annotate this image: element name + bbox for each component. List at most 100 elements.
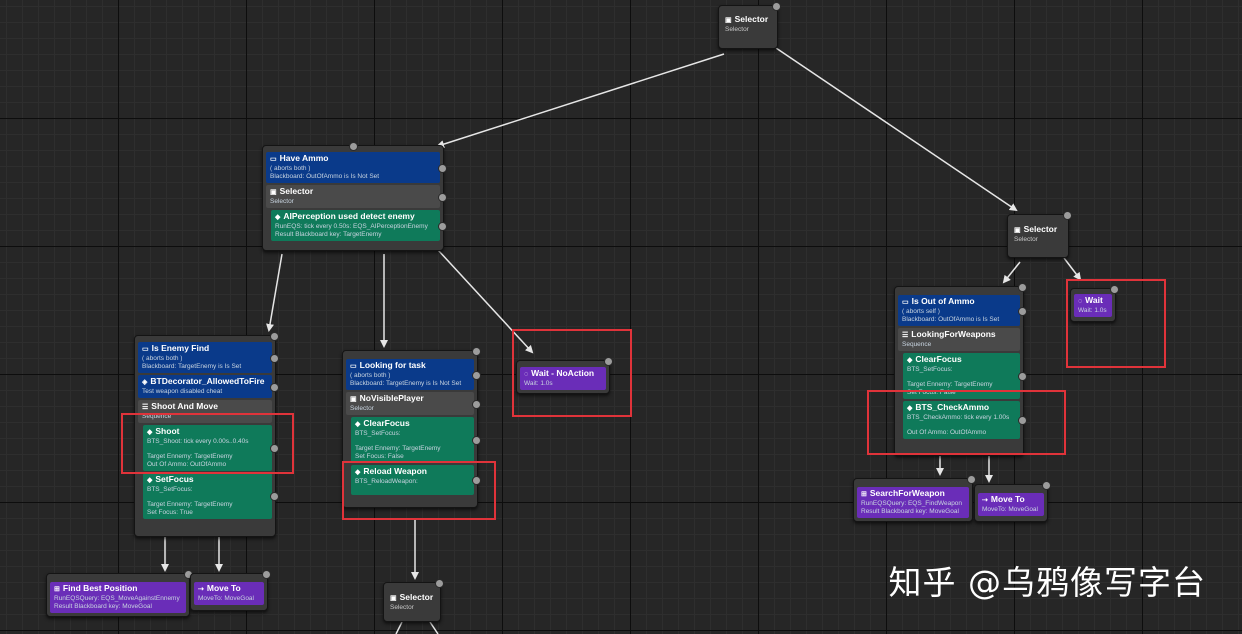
wait-icon: ◌ — [524, 371, 529, 378]
title: Move To — [990, 494, 1025, 504]
service-shoot[interactable]: ◆Shoot BTS_Shoot: tick every 0.00s..0.40… — [143, 425, 279, 471]
composite-no-visible-player[interactable]: ▣NoVisiblePlayer Selector — [346, 392, 481, 415]
service-pin[interactable] — [438, 221, 447, 231]
highlight-box-wait-noaction — [512, 329, 632, 417]
wait-node-right[interactable]: ◌Wait Wait: 1.0s — [1070, 285, 1119, 322]
type: Sequence — [142, 413, 172, 420]
output-pin[interactable] — [1018, 283, 1027, 292]
output-pin[interactable] — [435, 579, 444, 588]
service-aiperception[interactable]: ◆AIPerception used detect enemy RunEQS: … — [271, 210, 447, 241]
composite-looking-for-weapons[interactable]: ☰LookingForWeapons Sequence — [898, 328, 1020, 351]
output-pin[interactable] — [472, 347, 481, 356]
aborts: ( aborts self ) — [902, 308, 940, 315]
service-pin[interactable] — [270, 444, 279, 453]
node-type: Selector — [725, 26, 749, 33]
decorator-pin[interactable] — [472, 370, 481, 380]
composite-pin[interactable] — [438, 192, 447, 202]
selector-icon: ▣ — [350, 396, 357, 403]
title: Selector — [279, 186, 314, 196]
wait-icon: ◌ — [1078, 298, 1083, 305]
node-title: Selector — [1023, 224, 1058, 234]
node-title: Selector — [734, 14, 769, 24]
line3: Out Of Ammo: OutOfAmmo — [147, 461, 227, 468]
wait-noaction-node[interactable]: ◌Wait - NoAction Wait: 1.0s — [516, 357, 613, 394]
highlight-box-shoot — [121, 413, 294, 474]
line1: RunEQS: tick every 0.50s: EQS_AIPercepti… — [275, 223, 428, 230]
title: BTDecorator_AllowedToFire — [150, 376, 265, 386]
task-move-to-right[interactable]: ⇢Move To MoveTo: MoveGoal — [978, 493, 1044, 516]
decorator-icon: ◈ — [142, 379, 148, 386]
title: SetFocus — [155, 474, 194, 484]
decorator-pin[interactable] — [270, 353, 279, 363]
shoot-and-move-node[interactable]: ▭Is Enemy Find ( aborts both ) Blackboar… — [134, 332, 279, 537]
task-search-for-weapon[interactable]: ⊞SearchForWeapon RunEQSQuery: EQS_FindWe… — [857, 487, 969, 518]
title: Have Ammo — [279, 153, 329, 163]
bottom-selector-node[interactable]: ▣Selector Selector — [383, 579, 444, 622]
decorator-pin[interactable] — [270, 382, 279, 392]
sequence-icon: ☰ — [142, 404, 149, 411]
task-wait[interactable]: ◌Wait Wait: 1.0s — [1074, 294, 1112, 317]
service-icon: ◆ — [147, 429, 153, 436]
decorator-is-out-of-ammo[interactable]: ▭Is Out of Ammo ( aborts self ) Blackboa… — [898, 295, 1027, 326]
title: ClearFocus — [915, 354, 962, 364]
selector-icon: ▣ — [1014, 227, 1021, 234]
output-pin[interactable] — [967, 475, 976, 484]
service-reload-weapon[interactable]: ◆Reload Weapon BTS_ReloadWeapon: — [351, 465, 481, 495]
aborts: ( aborts both ) — [350, 372, 391, 379]
highlight-box-reload — [342, 461, 496, 520]
service-pin[interactable] — [1018, 372, 1027, 381]
service-icon: ◆ — [355, 421, 361, 428]
move-icon: ⇢ — [982, 497, 988, 504]
title: Move To — [206, 583, 241, 593]
line1: Wait: 1.0s — [524, 380, 553, 387]
decorator-pin[interactable] — [1018, 306, 1027, 316]
decorator-is-enemy-find[interactable]: ▭Is Enemy Find ( aborts both ) Blackboar… — [138, 342, 279, 373]
output-pin[interactable] — [262, 570, 271, 579]
move-to-node-left[interactable]: ⇢Move To MoveTo: MoveGoal — [190, 570, 271, 611]
output-pin[interactable] — [270, 332, 279, 341]
service-pin[interactable] — [472, 476, 481, 485]
service-pin[interactable] — [270, 492, 279, 501]
task-move-to[interactable]: ⇢Move To MoveTo: MoveGoal — [194, 582, 264, 605]
line1: BTS_SetFocus: — [907, 366, 953, 373]
aborts: ( aborts both ) — [270, 165, 311, 172]
service-clearfocus[interactable]: ◆ClearFocus BTS_SetFocus: Target Ennemy:… — [351, 417, 481, 463]
find-best-position-node[interactable]: ⊞Find Best Position RunEQSQuery: EQS_Mov… — [46, 570, 193, 617]
input-pin[interactable] — [349, 142, 358, 151]
root-selector-node[interactable]: ▣Selector Selector — [718, 2, 781, 49]
composite-sequence[interactable]: ☰Shoot And Move Sequence — [138, 400, 272, 423]
service-icon: ◆ — [147, 477, 153, 484]
decorator-allowed-to-fire[interactable]: ◈BTDecorator_AllowedToFire Test weapon d… — [138, 375, 279, 398]
service-icon: ◆ — [355, 469, 361, 476]
output-pin[interactable] — [1042, 481, 1051, 490]
condition: Blackboard: OutOfAmmo is Is Not Set — [270, 173, 380, 180]
type: Selector — [270, 198, 294, 205]
title: Wait - NoAction — [531, 368, 595, 378]
service-pin[interactable] — [472, 436, 481, 445]
right-selector-node[interactable]: ▣Selector Selector — [1007, 211, 1072, 258]
have-ammo-selector-node[interactable]: ▭Have Ammo ( aborts both ) Blackboard: O… — [262, 142, 447, 251]
condition: Test weapon disabled cheat — [142, 388, 223, 395]
output-pin[interactable] — [1063, 211, 1072, 220]
no-visible-player-node[interactable]: ▭Looking for task ( aborts both ) Blackb… — [342, 347, 481, 508]
highlight-box-wait — [1066, 279, 1166, 368]
node-type: Selector — [1014, 236, 1038, 243]
line1: RunEQSQuery: EQS_MoveAgainstEnnemy — [54, 595, 180, 602]
output-pin[interactable] — [772, 2, 781, 11]
decorator-pin[interactable] — [438, 163, 447, 173]
title: Looking for task — [359, 360, 426, 370]
output-pin[interactable] — [1110, 285, 1119, 294]
decorator-have-ammo[interactable]: ▭Have Ammo ( aborts both ) Blackboard: O… — [266, 152, 447, 183]
service-setfocus[interactable]: ◆SetFocus BTS_SetFocus: Target Ennemy: T… — [143, 473, 279, 519]
search-for-weapon-node[interactable]: ⊞SearchForWeapon RunEQSQuery: EQS_FindWe… — [853, 475, 976, 522]
decorator-looking-for-task[interactable]: ▭Looking for task ( aborts both ) Blackb… — [346, 359, 481, 390]
service-pin[interactable] — [1018, 416, 1027, 425]
output-pin[interactable] — [604, 357, 613, 366]
move-to-node-right[interactable]: ⇢Move To MoveTo: MoveGoal — [974, 481, 1051, 522]
service-check-ammo[interactable]: ◆BTS_CheckAmmo BTS_CheckAmmo: tick every… — [903, 401, 1027, 439]
composite-pin[interactable] — [472, 399, 481, 409]
task-find-best-position[interactable]: ⊞Find Best Position RunEQSQuery: EQS_Mov… — [50, 582, 186, 613]
eqs-icon: ⊞ — [54, 586, 60, 593]
task-wait-noaction[interactable]: ◌Wait - NoAction Wait: 1.0s — [520, 367, 606, 390]
composite-selector[interactable]: ▣Selector Selector — [266, 185, 447, 208]
